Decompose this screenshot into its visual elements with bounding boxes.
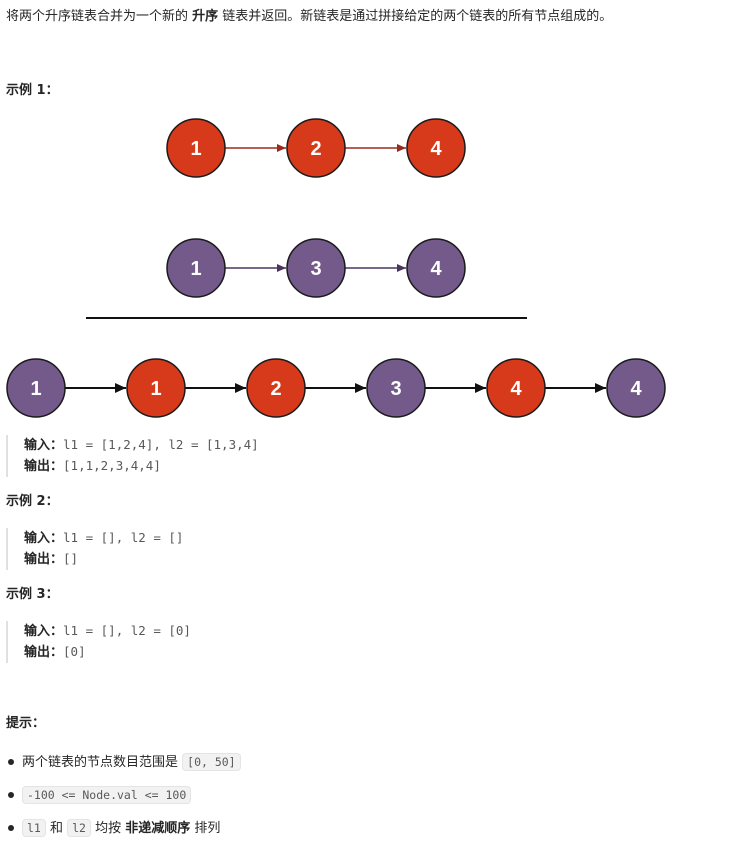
merged-node: [486, 358, 546, 418]
hint-code-l2: l2: [67, 819, 91, 837]
hint-text: 和: [45, 821, 68, 836]
merged-node: [246, 358, 306, 418]
output-value: [0]: [63, 644, 86, 659]
merged-list-nodes: 1 1 2 3 4 4: [6, 358, 666, 418]
output-label: 输出：: [24, 459, 64, 474]
description-text-tail: 链表并返回。新链表是通过拼接给定的两个链表的所有节点组成的。: [218, 9, 613, 24]
merged-node-label: 2: [270, 378, 281, 400]
hint-text: 均按: [90, 821, 126, 836]
input-value: l1 = [1,2,4], l2 = [1,3,4]: [63, 437, 259, 452]
list1-node-label: 2: [310, 138, 321, 160]
bullet-icon: [8, 791, 14, 798]
example2-title: 示例 2：: [6, 494, 59, 509]
merged-node-label: 3: [390, 378, 401, 400]
list1-node-label: 1: [190, 138, 201, 160]
list1-nodes: 1 2 4: [166, 118, 466, 178]
merged-node: [6, 358, 66, 418]
example2-code-block: 输入：l1 = [], l2 = [] 输出：[]: [6, 528, 183, 570]
list2-node-label: 1: [190, 258, 201, 280]
hint-code: -100 <= Node.val <= 100: [22, 786, 192, 804]
bullet-icon: [8, 758, 14, 765]
input-value: l1 = [], l2 = []: [63, 530, 184, 545]
list2-nodes: 1 3 4: [166, 238, 466, 298]
list2-node-label: 3: [310, 258, 321, 280]
merged-node-label: 4: [510, 378, 522, 400]
hint-item-2: -100 <= Node.val <= 100: [6, 785, 192, 806]
hint-item-1: 两个链表的节点数目范围是 [0, 50]: [6, 752, 241, 773]
problem-description: 将两个升序链表合并为一个新的 升序 链表并返回。新链表是通过拼接给定的两个链表的…: [6, 7, 612, 27]
list2-node-label: 4: [430, 258, 442, 280]
list2-node: [286, 238, 346, 298]
list1-node-label: 4: [430, 138, 442, 160]
example1-code-block: 输入：l1 = [1,2,4], l2 = [1,3,4] 输出：[1,1,2,…: [6, 435, 259, 477]
merged-node: [366, 358, 426, 418]
merged-node: [606, 358, 666, 418]
description-text: 将两个升序链表合并为一个新的: [6, 9, 193, 24]
hints-title: 提示：: [6, 716, 46, 731]
description-bold: 升序: [192, 9, 219, 24]
hint-bold: 非递减顺序: [125, 821, 191, 836]
list1-node: [166, 118, 226, 178]
input-label: 输入：: [24, 624, 64, 639]
list2-node: [406, 238, 466, 298]
example1-title: 示例 1：: [6, 83, 59, 98]
input-value: l1 = [], l2 = [0]: [63, 623, 191, 638]
merged-node-label: 4: [630, 378, 642, 400]
list1-node: [286, 118, 346, 178]
linked-list-diagram: 1 2 4 1 3 4 1 1 2 3 4 4: [6, 118, 666, 418]
hint-code: [0, 50]: [182, 753, 241, 771]
list1-node: [406, 118, 466, 178]
bullet-icon: [8, 824, 14, 831]
output-value: [1,1,2,3,4,4]: [63, 458, 161, 473]
hint-text: 排列: [190, 821, 221, 836]
example3-title: 示例 3：: [6, 587, 59, 602]
merged-node-label: 1: [150, 378, 161, 400]
merged-node-label: 1: [30, 378, 41, 400]
output-value: []: [63, 551, 79, 566]
output-label: 输出：: [24, 645, 64, 660]
input-label: 输入：: [24, 438, 64, 453]
example3-code-block: 输入：l1 = [], l2 = [0] 输出：[0]: [6, 621, 191, 663]
hint-text: 两个链表的节点数目范围是: [22, 755, 183, 770]
merged-node: [126, 358, 186, 418]
hint-item-3: l1 和 l2 均按 非递减顺序 排列: [6, 818, 220, 839]
input-label: 输入：: [24, 531, 64, 546]
list2-node: [166, 238, 226, 298]
output-label: 输出：: [24, 552, 64, 567]
hint-code-l1: l1: [22, 819, 46, 837]
